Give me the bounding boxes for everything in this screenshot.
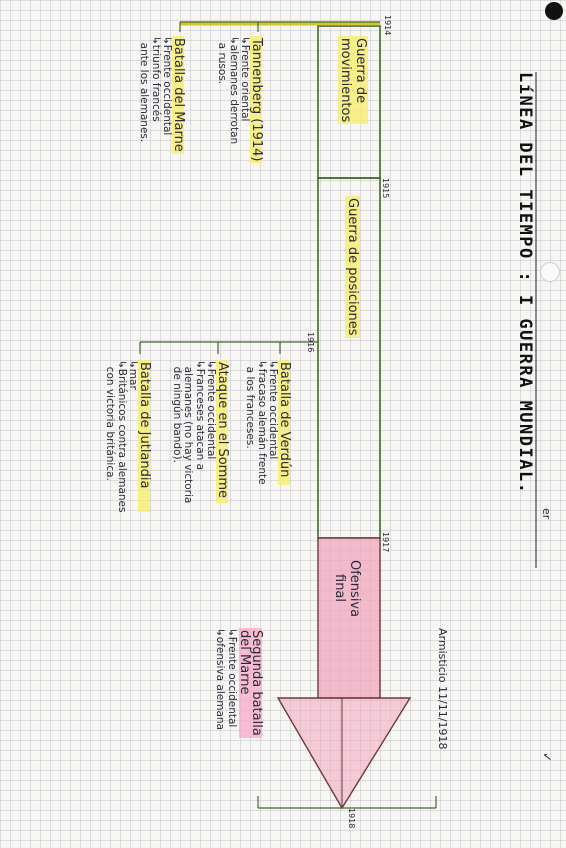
event-title: Batalla de Jutlandia	[137, 360, 152, 513]
phase-line: Guerra de posiciones	[345, 196, 360, 338]
page-title: LíNEA DEL TIEMPO : I GUERRA MUNDIAL.	[515, 72, 535, 495]
event-title-line: Segunda batalla	[249, 628, 264, 738]
phase-line: Guerra de	[353, 36, 368, 125]
event-note: con victoria británica.	[104, 360, 117, 481]
phase-label-ofensiva-final: Ofensiva final	[332, 560, 362, 617]
event-marne: Batalla del Marne ↳Frente occidental ↳tr…	[138, 36, 186, 154]
year-label: 1915	[381, 178, 390, 199]
event-somme: Ataque en el Somme ↳Frente occidental ↳F…	[171, 360, 230, 504]
phase-line: Ofensiva	[347, 560, 362, 618]
event-note: ↳ofensiva alemana	[214, 628, 227, 730]
event-note: ↳fracaso alemán frente	[256, 360, 268, 485]
armisticio-note: Armisticio 11/11/1918	[436, 628, 449, 750]
event-note: ↳triunfo francés	[150, 36, 162, 122]
event-note: ↳Británicos contra alemanes	[116, 360, 128, 513]
event-note: alemanes (no hay victoria	[182, 360, 195, 504]
teacher-mark: er	[540, 508, 553, 520]
phase-label-movimientos: Guerra de movimientos	[338, 36, 368, 125]
event-note: a los franceses.	[244, 360, 257, 449]
event-verdun: Batalla de Verdún ↳Frente occidental ↳fr…	[244, 360, 292, 485]
phase-line: final	[332, 574, 347, 603]
binder-hole	[540, 262, 560, 282]
event-note: a rusos.	[216, 36, 229, 85]
event-tannenberg: Tannenberg (1914) ↳Frente oriental ↳alem…	[216, 36, 264, 164]
year-label: 1914	[383, 15, 392, 36]
check-mark: ✓	[540, 752, 554, 763]
event-note: ↳Franceses atacan a	[194, 360, 206, 471]
event-segunda-marne: Segunda batalla del Marne ↳Frente occide…	[214, 628, 264, 738]
phase-line: movimientos	[338, 36, 353, 125]
event-jutlandia: Batalla de Jutlandia ↳mar ↳Británicos co…	[104, 360, 152, 513]
year-label: 1918	[347, 808, 356, 829]
event-title: Tannenberg (1914)	[249, 36, 264, 164]
timeline-arrow-head	[276, 697, 412, 810]
event-title: Batalla de Verdún	[277, 360, 292, 485]
event-title: Ataque en el Somme	[215, 360, 230, 504]
event-title: Batalla del Marne	[171, 36, 186, 154]
phase-label-posiciones: Guerra de posiciones	[345, 196, 360, 338]
binder-hole	[545, 2, 563, 20]
year-label: 1916	[306, 332, 315, 353]
event-note: ↳alemanes derrotan	[228, 36, 240, 145]
year-label: 1917	[381, 532, 390, 553]
event-note: ante los alemanes.	[138, 36, 151, 143]
event-note: de ningún bando).	[171, 360, 183, 463]
event-note: ↳Frente occidental	[226, 628, 238, 728]
phase-box-ofensiva-final	[317, 537, 381, 699]
